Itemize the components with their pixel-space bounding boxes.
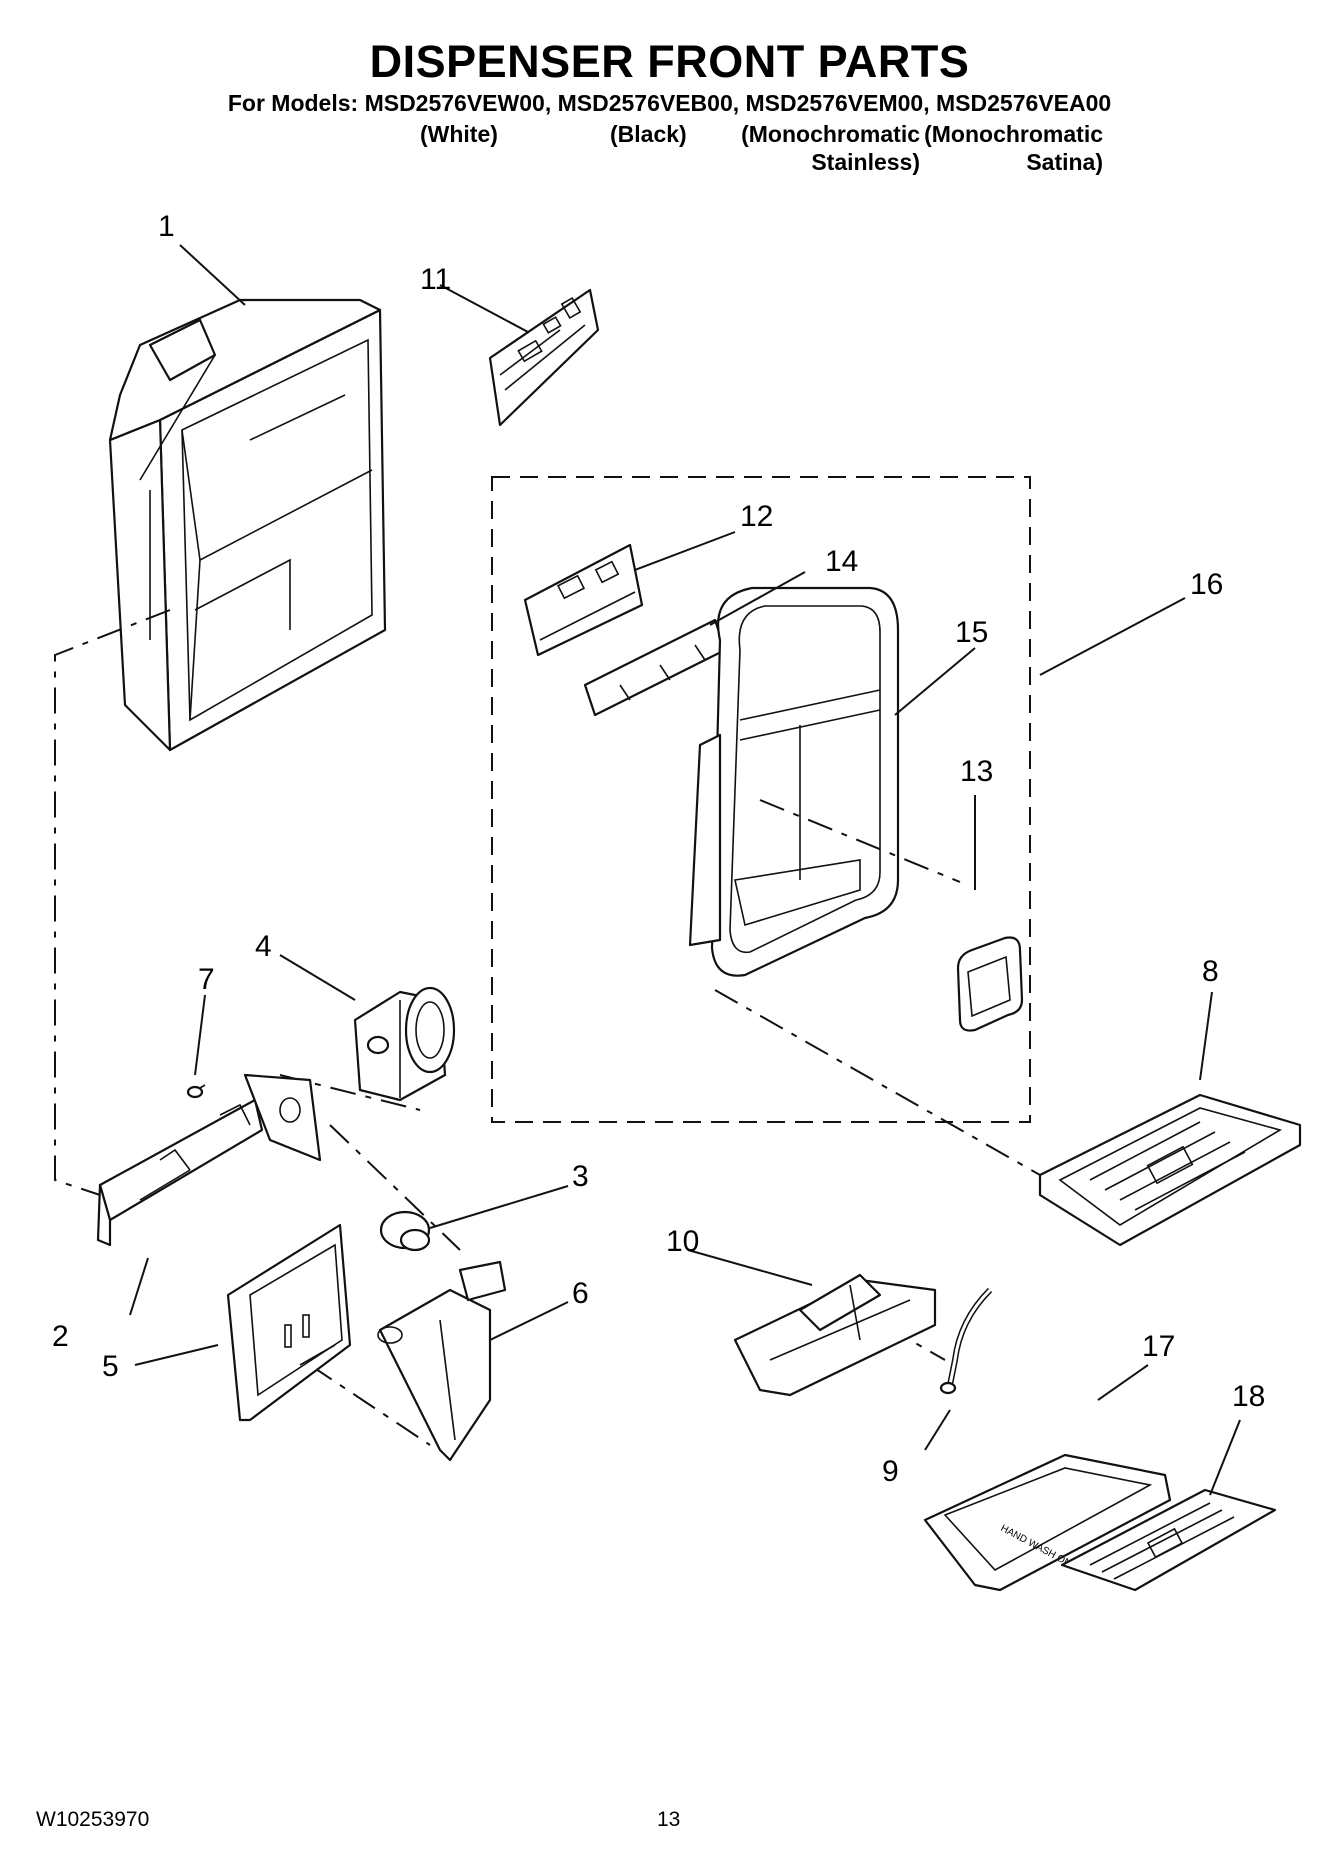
part-2-mechanism-bracket <box>96 1073 322 1247</box>
assembly-16-outline <box>491 476 1031 1123</box>
alignment-line-frame-lens <box>759 799 961 883</box>
callout-5: 5 <box>102 1350 119 1383</box>
part-8-drip-tray <box>1038 1093 1302 1247</box>
model-list: For Models: MSD2576VEW00, MSD2576VEB00, … <box>227 90 1112 116</box>
part-10-ice-chute-bracket <box>733 1273 937 1397</box>
callout-12: 12 <box>740 500 774 533</box>
variant-black: (Black) <box>610 120 687 148</box>
alignment-line-actuator <box>329 1124 461 1251</box>
part-9-water-tube <box>939 1287 993 1395</box>
part-14-switch-holder <box>583 618 727 717</box>
callout-1: 1 <box>158 210 175 243</box>
part-15-dispenser-frame <box>688 586 900 977</box>
callout-2: 2 <box>52 1320 69 1353</box>
callout-13: 13 <box>960 755 994 788</box>
part-13-light-lens <box>956 936 1024 1032</box>
page-title: DISPENSER FRONT PARTS <box>369 36 970 87</box>
part-11-control-board <box>488 288 600 427</box>
alignment-line-frame-tray <box>714 989 1041 1176</box>
part-1-dispenser-housing <box>108 298 387 752</box>
variant-stainless-line2: Stainless) <box>811 149 920 175</box>
callout-4: 4 <box>255 930 272 963</box>
callout-11: 11 <box>420 263 452 296</box>
variant-white: (White) <box>420 120 498 148</box>
part-4-motor <box>353 986 456 1102</box>
alignment-line-paddle <box>309 1364 431 1446</box>
variant-white-line1: (White) <box>420 121 498 147</box>
part-7-screw <box>186 1084 206 1099</box>
variant-stainless: (Monochromatic Stainless) <box>730 120 920 176</box>
part-17-tray: HAND WASH ONLY <box>923 1453 1172 1592</box>
callout-18: 18 <box>1232 1380 1266 1413</box>
part-5-paddle <box>226 1223 352 1422</box>
callout-14: 14 <box>825 545 859 578</box>
callout-8: 8 <box>1202 955 1219 988</box>
doc-number: W10253970 <box>36 1808 150 1831</box>
variant-satina: (Monochromatic Satina) <box>920 120 1103 176</box>
callout-15: 15 <box>955 616 989 649</box>
variant-stainless-line1: (Monochromatic <box>741 121 920 147</box>
variant-black-line1: (Black) <box>610 121 687 147</box>
variant-satina-line2: Satina) <box>1026 149 1103 175</box>
callout-17: 17 <box>1142 1330 1176 1363</box>
callout-leaders <box>129 244 1241 1496</box>
callout-9: 9 <box>882 1455 899 1488</box>
callout-7: 7 <box>198 963 215 996</box>
part-6-lever <box>377 1260 507 1462</box>
part-18-grille <box>1060 1488 1277 1592</box>
part-12-bracket <box>523 543 644 657</box>
page-number: 13 <box>657 1808 681 1831</box>
variant-satina-line1: (Monochromatic <box>924 121 1103 147</box>
callout-3: 3 <box>572 1160 589 1193</box>
callout-10: 10 <box>666 1225 700 1258</box>
callout-6: 6 <box>572 1277 589 1310</box>
part-3-knob <box>379 1210 431 1252</box>
alignment-line-housing <box>54 609 171 1196</box>
callout-16: 16 <box>1190 568 1224 601</box>
